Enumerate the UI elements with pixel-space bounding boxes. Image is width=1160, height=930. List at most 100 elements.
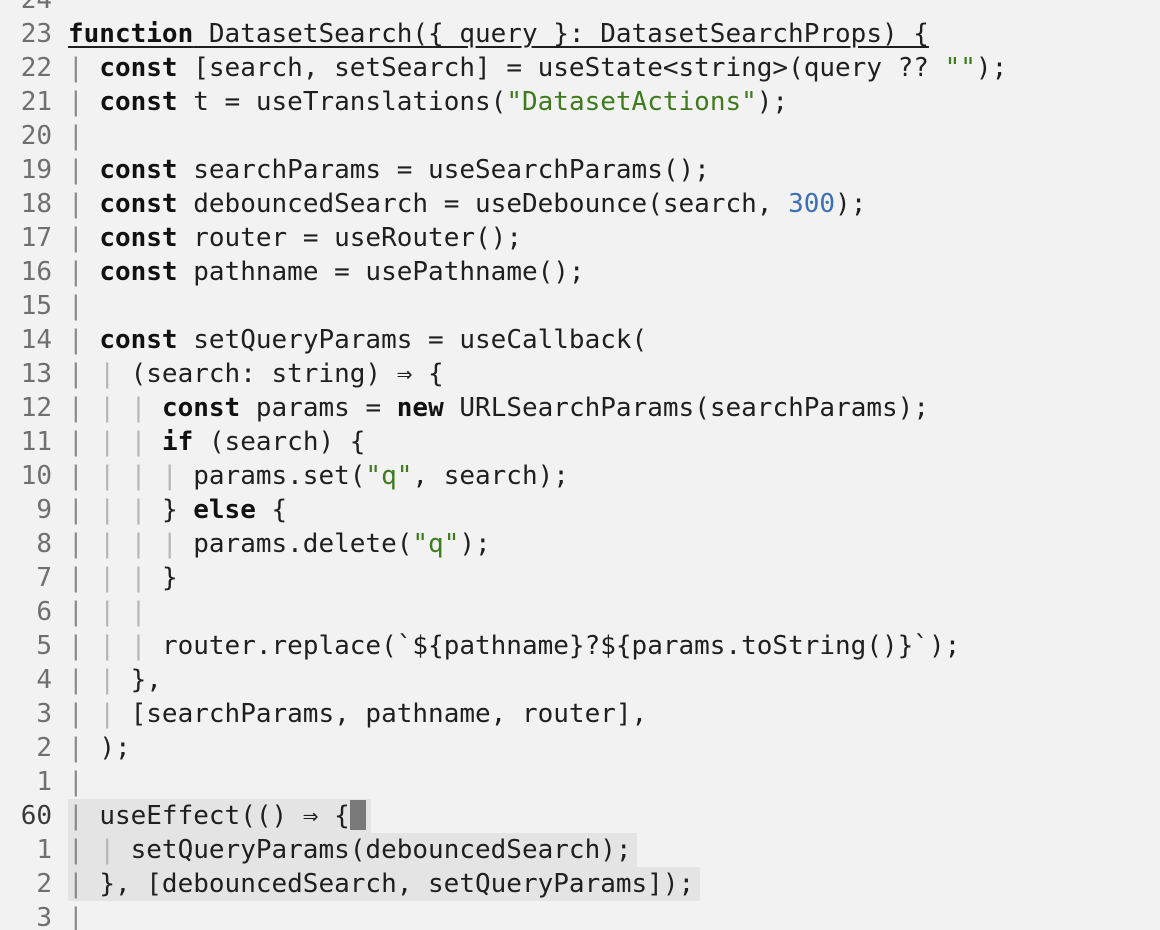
line-highlight <box>68 799 371 833</box>
code-line[interactable]: 60| useEffect(() ⇒ { <box>0 799 1160 833</box>
line-number[interactable]: 22 <box>20 53 52 83</box>
code-token: if <box>161 427 194 457</box>
code-line[interactable]: 21 | const t = useTranslations("DatasetAc… <box>0 85 1160 119</box>
code-line[interactable]: 5| | | router.replace(`${pathname}?${par… <box>0 629 1160 663</box>
code-line[interactable]: 22 | const [search, setSearch] = useState… <box>0 51 1160 85</box>
line-number[interactable]: 23 <box>20 19 52 49</box>
code-token: debouncedSearch = useDebounce(search, <box>177 189 789 219</box>
line-number[interactable]: 3 <box>36 699 52 729</box>
code-token: ); <box>835 189 867 219</box>
code-token: function <box>68 19 194 49</box>
code-line[interactable]: 12 | | | const params = new URLSearchPara… <box>0 391 1160 425</box>
code-token: const <box>161 393 241 423</box>
code-line[interactable]: 18| const debouncedSearch = useDebounce(… <box>0 187 1160 221</box>
code-line[interactable]: 4| | }, <box>0 663 1160 697</box>
code-line[interactable]: 1| <box>0 765 1160 799</box>
code-text: | const t = useTranslations("DatasetActi… <box>68 85 788 119</box>
line-number[interactable]: 1 <box>36 835 52 865</box>
indent-guide: | | <box>99 631 162 661</box>
code-line[interactable]: 16| const pathname = usePathname(); <box>0 255 1160 289</box>
code-line[interactable]: 23 function DatasetSearch({ query }: Data… <box>0 17 1160 51</box>
code-line[interactable]: 2| ); <box>0 731 1160 765</box>
code-line[interactable]: 7| | | } <box>0 561 1160 595</box>
code-token: const <box>99 87 178 117</box>
line-number[interactable]: 19 <box>20 155 52 185</box>
line-number[interactable]: 2 <box>36 733 52 763</box>
line-number[interactable]: 3 <box>36 903 52 930</box>
indent-guide: | <box>68 87 100 117</box>
code-line[interactable]: 8 | | | | params.delete("q"); <box>0 527 1160 561</box>
line-number[interactable]: 24 <box>20 0 52 15</box>
code-token: const <box>99 257 178 287</box>
code-text: | | (search: string) ⇒ { <box>68 357 444 391</box>
code-token: t = useTranslations( <box>177 87 507 117</box>
code-text: | const router = useRouter(); <box>68 221 522 255</box>
line-number[interactable]: 10 <box>20 461 52 491</box>
line-number[interactable]: 14 <box>20 325 52 355</box>
code-token: const <box>99 223 178 253</box>
code-line[interactable]: 19| const searchParams = useSearchParams… <box>0 153 1160 187</box>
code-token: const <box>99 189 178 219</box>
line-number[interactable]: 5 <box>36 631 52 661</box>
line-number[interactable]: 17 <box>20 223 52 253</box>
code-text: | | | } else { <box>68 493 287 527</box>
code-text: | | | if (search) { <box>68 425 365 459</box>
code-line[interactable]: 24 <box>0 0 1160 17</box>
line-number[interactable]: 1 <box>36 767 52 797</box>
line-number[interactable]: 8 <box>36 529 52 559</box>
indent-guide: | <box>68 461 100 491</box>
code-text: | const [search, setSearch] = useState<s… <box>68 51 1007 85</box>
line-number[interactable]: 12 <box>20 393 52 423</box>
code-line[interactable]: 15| <box>0 289 1160 323</box>
code-token: setQueryParams = useCallback( <box>177 325 648 355</box>
code-token: } <box>161 563 178 593</box>
code-text: | | | | params.delete("q"); <box>68 527 491 561</box>
indent-guide: | <box>68 393 100 423</box>
code-line[interactable]: 20| <box>0 119 1160 153</box>
line-number[interactable]: 4 <box>36 665 52 695</box>
code-text: | | [searchParams, pathname, router], <box>68 697 647 731</box>
code-line[interactable]: 10| | | | params.set("q", search); <box>0 459 1160 493</box>
line-number[interactable]: 7 <box>36 563 52 593</box>
code-token: 300 <box>788 189 836 219</box>
code-line[interactable]: 9 | | | } else { <box>0 493 1160 527</box>
code-text: | | | const params = new URLSearchParams… <box>68 391 929 425</box>
code-line[interactable]: 17 | const router = useRouter(); <box>0 221 1160 255</box>
code-token: params.delete( <box>193 529 413 559</box>
line-number[interactable]: 2 <box>36 869 52 899</box>
code-line[interactable]: 3 | | [searchParams, pathname, router], <box>0 697 1160 731</box>
indent-guide: | <box>68 53 100 83</box>
code-line[interactable]: 6| | | <box>0 595 1160 629</box>
code-line[interactable]: 14| const setQueryParams = useCallback( <box>0 323 1160 357</box>
line-number[interactable]: 9 <box>36 495 52 525</box>
indent-guide: | | <box>99 495 162 525</box>
code-token: (search: string) ⇒ { <box>130 359 444 389</box>
code-line[interactable]: 13 | | (search: string) ⇒ { <box>0 357 1160 391</box>
indent-guide: | | | <box>99 529 194 559</box>
line-number[interactable]: 21 <box>20 87 52 117</box>
line-number[interactable]: 15 <box>20 291 52 321</box>
code-text: | | setQueryParams(debouncedSearch); <box>68 833 632 867</box>
line-number[interactable]: 16 <box>20 257 52 287</box>
code-token: const <box>99 325 178 355</box>
code-token: [search, setSearch] = useState<string>(q… <box>177 53 945 83</box>
line-number[interactable]: 20 <box>20 121 52 151</box>
code-line[interactable]: 2| }, [debouncedSearch, setQueryParams])… <box>0 867 1160 901</box>
line-number[interactable]: 11 <box>20 427 52 457</box>
indent-guide: | | <box>99 393 162 423</box>
line-number[interactable]: 13 <box>20 359 52 389</box>
line-number[interactable]: 60 <box>20 801 52 831</box>
code-text: | <box>68 901 84 930</box>
code-line[interactable]: 1 | | setQueryParams(debouncedSearch); <box>0 833 1160 867</box>
code-token: new <box>396 393 444 423</box>
code-line[interactable]: 11 | | | if (search) { <box>0 425 1160 459</box>
code-text: function DatasetSearch({ query }: Datase… <box>68 17 929 51</box>
indent-guide: | <box>68 665 100 695</box>
code-token: params = <box>240 393 397 423</box>
code-token: router.replace(`${pathname}?${params.toS… <box>161 631 961 661</box>
line-number[interactable]: 6 <box>36 597 52 627</box>
code-line[interactable]: 3| <box>0 901 1160 930</box>
line-number[interactable]: 18 <box>20 189 52 219</box>
indent-guide: | <box>68 869 100 899</box>
